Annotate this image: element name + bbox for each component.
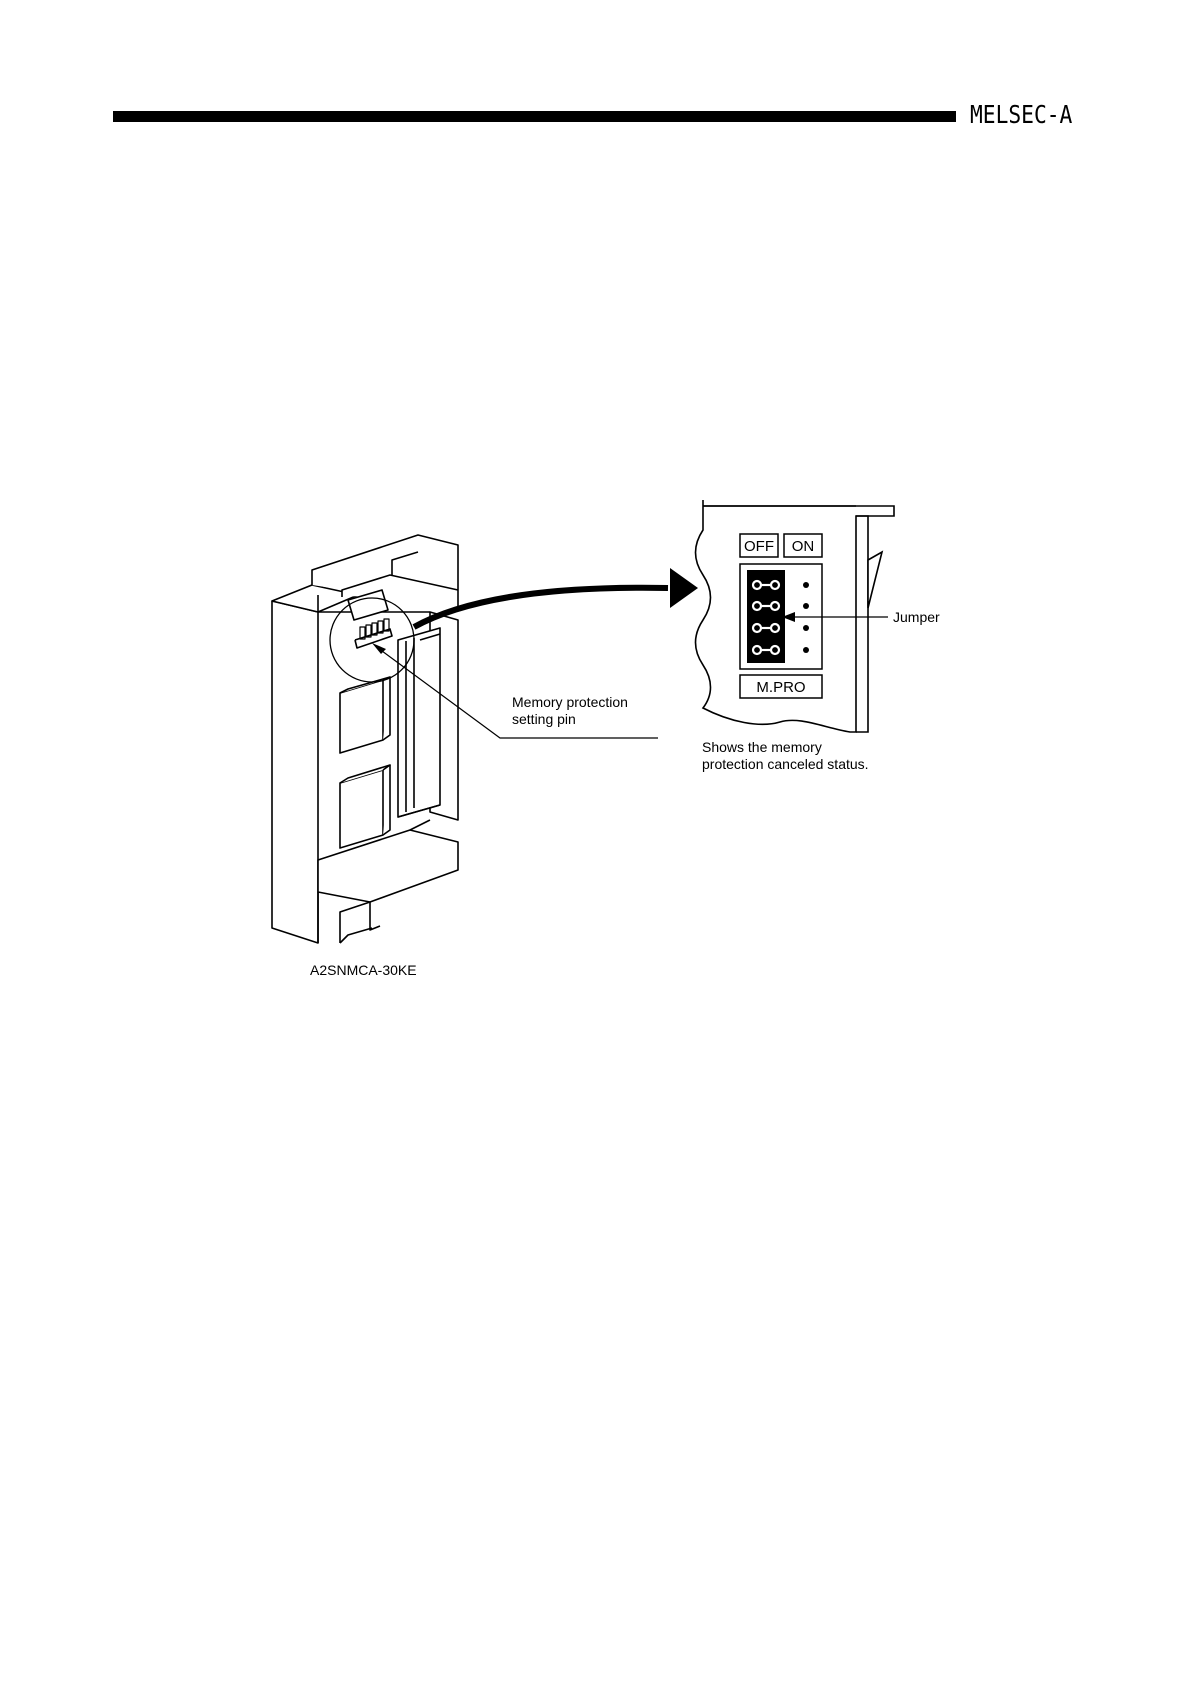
zoom-arrowhead bbox=[670, 568, 698, 608]
off-label: OFF bbox=[744, 538, 774, 555]
module-label: A2SNMCA-30KE bbox=[310, 962, 417, 978]
caption-line2: protection canceled status. bbox=[702, 756, 869, 772]
on-label: ON bbox=[792, 538, 815, 555]
caption-line1: Shows the memory bbox=[702, 739, 822, 755]
module-drawing bbox=[272, 535, 458, 943]
pin-label-line2: setting pin bbox=[512, 711, 576, 727]
mpro-label: M.PRO bbox=[756, 679, 805, 696]
pin-label-line1: Memory protection bbox=[512, 694, 628, 710]
jumper-label: Jumper bbox=[893, 609, 940, 625]
